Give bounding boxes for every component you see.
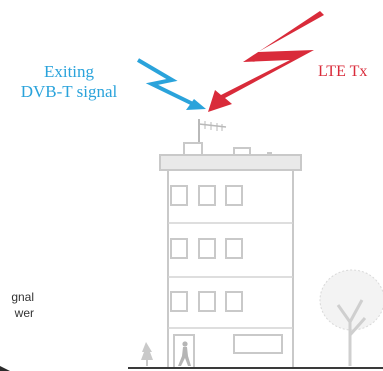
apartment-building bbox=[160, 143, 301, 368]
tree-icon bbox=[320, 270, 383, 366]
shrub-icon bbox=[141, 342, 153, 366]
dvbt-signal-arrow bbox=[138, 60, 206, 110]
dvbt-label-line1: Exiting bbox=[10, 62, 128, 82]
side-label-line1: gnal bbox=[0, 290, 34, 304]
edge-arrow-icon bbox=[0, 366, 10, 371]
antenna bbox=[199, 119, 226, 153]
side-label-line2: wer bbox=[0, 306, 34, 320]
dvbt-label-line2: DVB-T signal bbox=[10, 82, 128, 102]
lte-signal-arrow bbox=[208, 11, 324, 112]
dvbt-label: Exiting DVB-T signal bbox=[10, 62, 128, 102]
lte-label: LTE Tx bbox=[318, 63, 367, 81]
